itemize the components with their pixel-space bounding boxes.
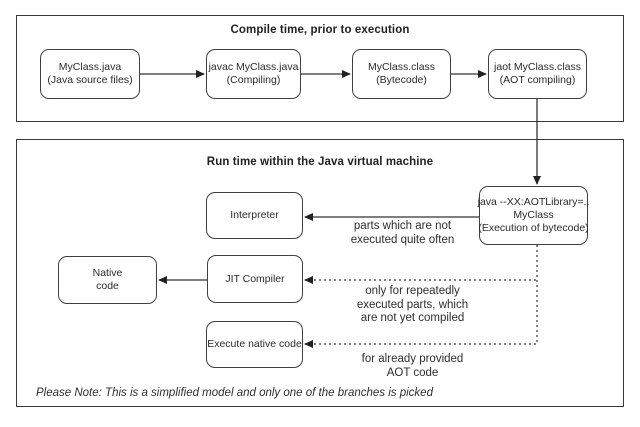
diagram-footnote: Please Note: This is a simplified model … [36, 387, 433, 399]
node-interpreter: Interpreter [206, 192, 303, 239]
node-label: Interpreter [230, 209, 279, 221]
runtime-title: Run time within the Java virtual machine [206, 156, 434, 168]
node-bytecode: MyClass.class (Bytecode) [352, 49, 451, 99]
node-label: javac MyClass.java [208, 61, 299, 73]
annotation-jit-branch: only for repeatedly executed parts, whic… [356, 285, 469, 324]
node-sublabel: (Execution of bytecode) [478, 222, 589, 234]
annotation-interpreter-branch: parts which are not executed quite often [350, 220, 455, 246]
node-label: jaot MyClass.class [494, 61, 581, 73]
node-sublabel: (Compiling) [226, 74, 281, 86]
node-sublabel: (Java source files) [47, 74, 133, 86]
node-label: MyClass [513, 209, 554, 221]
node-label: MyClass.class [367, 61, 436, 73]
node-exec-bytecode: java --XX:AOTLibrary=.. MyClass (Executi… [477, 186, 590, 245]
node-jit-compiler: JIT Compiler [207, 255, 303, 303]
node-label: Native [92, 267, 123, 279]
annotation-aot-branch: for already provided AOT code [361, 353, 464, 379]
node-sublabel: (Bytecode) [376, 74, 427, 86]
node-source-files: MyClass.java (Java source files) [40, 49, 140, 99]
node-native-code: Native code [58, 256, 157, 304]
node-label: MyClass.java [58, 61, 122, 73]
node-label: java --XX:AOTLibrary=.. [477, 196, 590, 208]
node-javac: javac MyClass.java (Compiling) [206, 49, 301, 99]
node-label: Execute native code [207, 338, 302, 350]
node-sublabel: (AOT compiling) [499, 74, 576, 86]
node-label: JIT Compiler [225, 272, 285, 285]
node-jaot: jaot MyClass.class (AOT compiling) [488, 49, 587, 99]
node-label: code [96, 280, 119, 292]
node-exec-native-code: Execute native code [206, 321, 303, 368]
compile-time-title: Compile time, prior to execution [230, 24, 410, 36]
